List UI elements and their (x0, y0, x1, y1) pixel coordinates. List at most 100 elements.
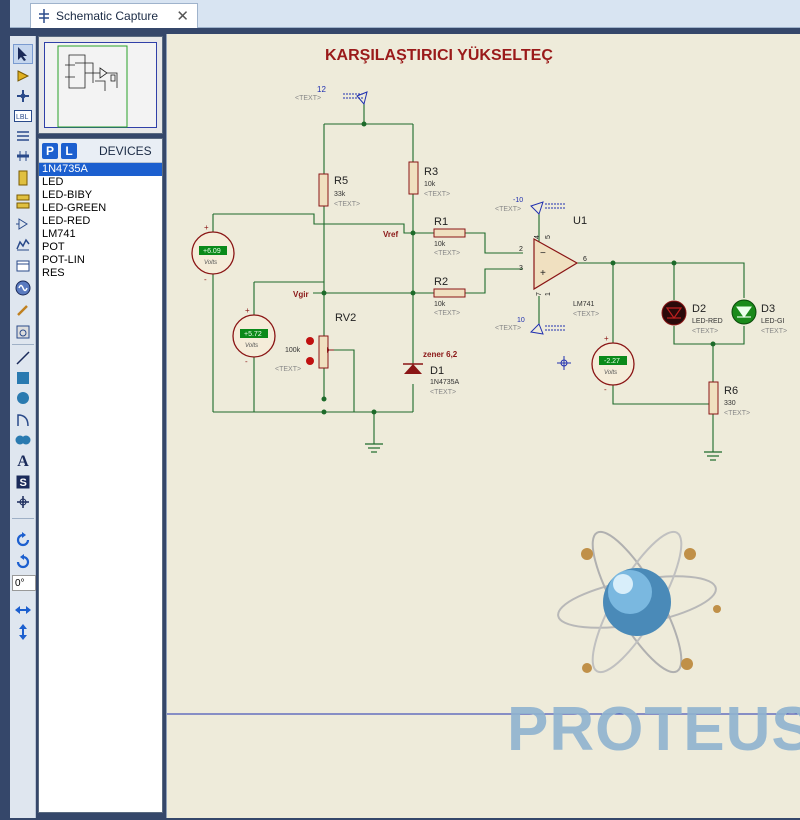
r5-value: 33k (334, 191, 346, 198)
resistor-r2[interactable]: R2 10k <TEXT> (433, 276, 466, 317)
svg-text:-: - (604, 385, 607, 394)
ground-symbol-1[interactable] (365, 443, 383, 453)
power-terminal-neg10[interactable]: -10 <TEXT> (495, 197, 565, 215)
overview-window[interactable] (38, 36, 163, 134)
device-list-item[interactable]: LED (42, 176, 64, 188)
r6-value: 330 (724, 400, 736, 407)
wire-label-icon[interactable]: LBL (13, 106, 33, 126)
r1-text: <TEXT> (434, 250, 460, 257)
device-list-item[interactable]: LED-GREEN (42, 202, 107, 214)
line-icon[interactable] (13, 348, 33, 368)
rv2-ref: RV2 (335, 312, 356, 324)
device-list-item[interactable]: LED-RED (42, 215, 91, 227)
d3-value: LED-GI (761, 318, 784, 325)
net-label-vref[interactable]: Vref (383, 230, 398, 239)
virtual-instruments-icon[interactable] (13, 322, 33, 342)
close-tab-icon[interactable]: ✕ (176, 8, 189, 25)
component-mode-icon[interactable] (13, 66, 33, 86)
voltmeter-3-reading: -2.27 (604, 358, 620, 365)
u1-pin6: 6 (583, 256, 587, 263)
subcircuit-icon[interactable] (13, 168, 33, 188)
bus-icon[interactable] (13, 146, 33, 166)
device-list-item[interactable]: POT-LIN (42, 254, 85, 266)
voltage-probe-icon[interactable] (13, 300, 33, 320)
schematic-drawing: KARŞILAŞTIRICI YÜKSELTEÇ 12 <TEXT> R5 33… (167, 45, 800, 715)
svg-text:+: + (604, 334, 609, 343)
proteus-watermark: PROTEUS (507, 695, 800, 764)
r2-value: 10k (434, 301, 446, 308)
tab-bar: Schematic Capture ✕ (10, 0, 800, 28)
d1-ref: D1 (430, 365, 444, 377)
symbol-icon[interactable]: S (13, 472, 33, 492)
selection-tool-icon[interactable] (13, 44, 33, 64)
wire-label-icon-text: LBL (16, 114, 29, 121)
rotate-cw-icon[interactable] (13, 530, 33, 550)
led-d2-red[interactable]: D2 LED-RED <TEXT> (661, 300, 723, 335)
mode-toolbar: LBL (10, 36, 36, 818)
power-terminal-12v[interactable]: 12 <TEXT> (295, 85, 368, 106)
r2-ref: R2 (434, 276, 448, 288)
potentiometer-rv2[interactable]: RV2 100k <TEXT> (275, 312, 356, 373)
r5-text: <TEXT> (334, 201, 360, 208)
path-icon[interactable] (13, 430, 33, 450)
resistor-r6[interactable]: R6 330 <TEXT> (708, 381, 750, 417)
voltmeter-3-unit: Volts (604, 370, 617, 376)
library-manager-button[interactable]: L (61, 143, 77, 159)
marker-icon[interactable] (13, 492, 33, 512)
text-script-icon[interactable] (13, 126, 33, 146)
junction-dot-icon[interactable] (13, 86, 33, 106)
rv2-text: <TEXT> (275, 366, 301, 373)
led-d3-green[interactable]: D3 LED-GI <TEXT> (731, 299, 787, 335)
device-pins-icon[interactable] (13, 214, 33, 234)
rotation-angle-field[interactable] (12, 575, 36, 591)
box-icon[interactable] (13, 368, 33, 388)
pick-devices-button[interactable]: P (42, 143, 58, 159)
schematic-icon (39, 9, 49, 23)
d3-text: <TEXT> (761, 328, 787, 335)
voltmeter-2[interactable]: +5.72 Volts + - (232, 306, 276, 366)
zener-diode-d1[interactable]: zener 6,2 D1 1N4735A <TEXT> (403, 350, 460, 396)
arc-icon[interactable] (13, 410, 33, 430)
power-terminal-10[interactable]: 10 <TEXT> (495, 317, 565, 335)
svg-text:+: + (245, 306, 250, 315)
circle-icon[interactable] (13, 388, 33, 408)
voltmeter-3[interactable]: -2.27 Volts + - (591, 334, 635, 394)
schematic-title: KARŞILAŞTIRICI YÜKSELTEÇ (325, 45, 553, 64)
terminals-icon[interactable] (13, 192, 33, 212)
r6-text: <TEXT> (724, 410, 750, 417)
mirror-x-icon[interactable] (13, 600, 33, 620)
d1-note: zener 6,2 (423, 350, 458, 359)
ground-symbol-2[interactable] (704, 451, 722, 461)
device-list-item[interactable]: LM741 (42, 228, 76, 240)
d2-value: LED-RED (692, 318, 723, 325)
voltmeter-2-reading: +5.72 (244, 331, 262, 338)
d2-ref: D2 (692, 303, 706, 315)
device-list-item[interactable]: POT (42, 241, 65, 253)
device-list-item[interactable]: LED-BIBY (42, 189, 93, 201)
cursor-crosshair-icon (557, 356, 571, 370)
generator-icon[interactable] (13, 278, 33, 298)
text-icon[interactable]: A (17, 453, 29, 470)
voltmeter-1[interactable]: +6.09 Volts + - (191, 223, 235, 284)
voltmeter-1-unit: Volts (204, 260, 217, 266)
opamp-u1[interactable]: − + 2 3 6 4 5 7 1 U1 LM741 <TEXT> (519, 215, 599, 318)
svg-text:−: − (540, 248, 546, 259)
device-list-item[interactable]: RES (42, 267, 65, 279)
schematic-canvas[interactable]: KARŞILAŞTIRICI YÜKSELTEÇ 12 <TEXT> R5 33… (166, 34, 800, 818)
wires (212, 104, 745, 452)
u1-pin7: 7 (536, 292, 543, 296)
vee-opamp-text: <TEXT> (495, 325, 521, 332)
graph-icon[interactable] (13, 234, 33, 254)
mirror-y-icon[interactable] (13, 622, 33, 642)
resistor-r3[interactable]: R3 10k <TEXT> (408, 161, 450, 198)
resistor-r5[interactable]: R5 33k <TEXT> (318, 173, 360, 208)
device-list-item[interactable]: 1N4735A (39, 163, 162, 176)
rotate-ccw-icon[interactable] (13, 552, 33, 572)
resistor-r1[interactable]: R1 10k <TEXT> (433, 216, 466, 257)
net-label-vgir[interactable]: Vgir (293, 290, 309, 299)
symbol-icon-text: S (20, 477, 27, 489)
tab-schematic-capture[interactable]: Schematic Capture ✕ (30, 3, 198, 28)
tape-recorder-icon[interactable] (13, 256, 33, 276)
text-placeholder: <TEXT> (295, 95, 321, 102)
